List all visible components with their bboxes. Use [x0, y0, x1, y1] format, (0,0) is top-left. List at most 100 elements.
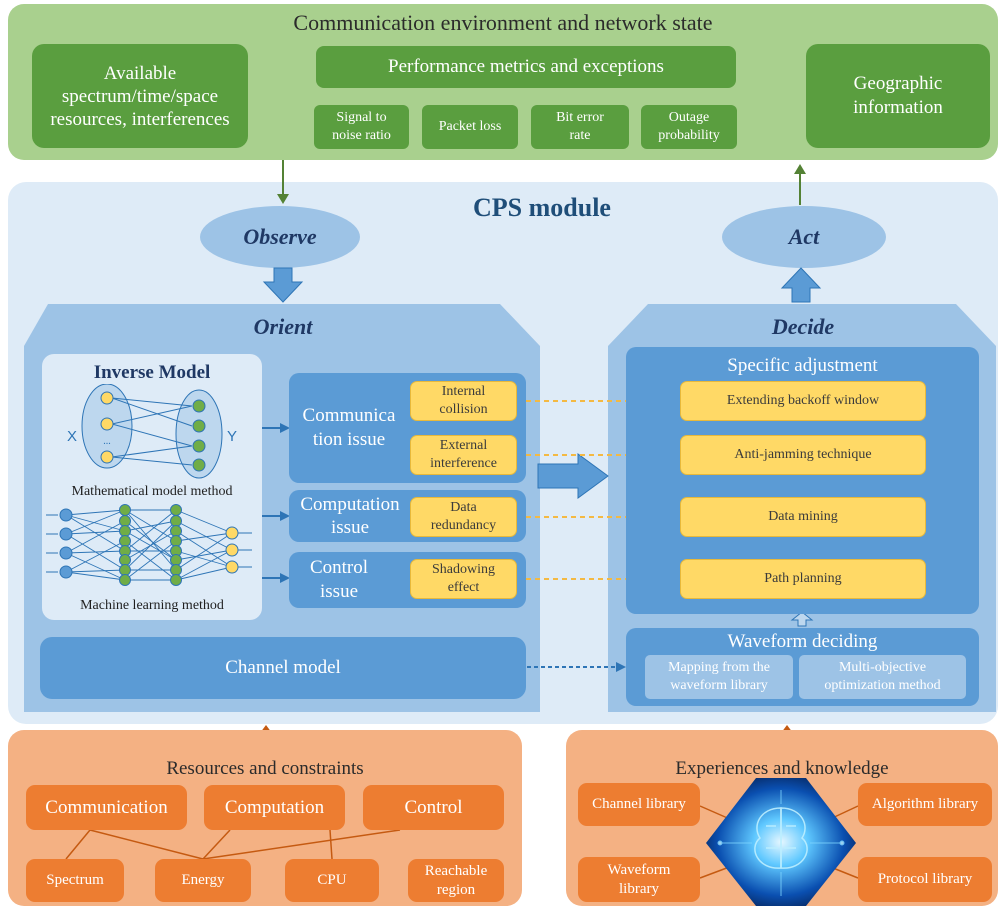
data-redundancy-line-1: Data [450, 500, 477, 515]
computation-energy-link [202, 829, 231, 860]
output-node [192, 419, 206, 433]
nn-input-node [59, 546, 73, 560]
data-redundancy-box: Data redundancy [410, 497, 517, 537]
nn-hidden-layer-1 [119, 504, 131, 586]
available-line-2: spectrum/time/space [61, 85, 219, 107]
observe-to-orient-arrow [262, 267, 304, 303]
internal-collision-line-2: collision [439, 402, 488, 417]
data-redundancy-line-2: redundancy [430, 518, 497, 533]
decide-title: Decide [771, 314, 835, 339]
computation-cpu-link [329, 829, 333, 860]
external-interference-line-2: interference [430, 456, 497, 471]
y-label: Y [227, 428, 237, 445]
input-node [100, 450, 114, 464]
adjustment-data-mining: Data mining [680, 497, 926, 537]
available-resources-box: Available spectrum/time/space resources,… [32, 44, 248, 148]
outage-line-1: Outage [668, 110, 710, 125]
computation-issue-line-2: issue [331, 517, 369, 538]
inverse-to-communication-head [280, 423, 290, 433]
waveform-mapping-line-2: waveform library [670, 678, 768, 693]
resource-communication: Communication [26, 785, 187, 830]
nn-hidden-node [170, 574, 182, 586]
available-line-3: resources, interferences [50, 108, 230, 130]
channel-to-waveform-head [616, 662, 626, 672]
act-ellipse: Act [722, 206, 886, 268]
bit-error-box: Bit error rate [531, 105, 629, 149]
multi-objective-line-2: optimization method [824, 678, 941, 693]
adjustment-path-planning: Path planning [680, 559, 926, 599]
waveform-to-adjustment-arrow [790, 611, 814, 627]
nn-hidden-node [119, 574, 131, 586]
computation-issue-label: Computation issue [289, 490, 411, 542]
adjustment-antijamming: Anti-jamming technique [680, 435, 926, 475]
snr-line-1: Signal to [336, 110, 387, 125]
shadowing-effect-box: Shadowing effect [410, 559, 517, 599]
math-output-nodes [192, 399, 206, 472]
resource-spectrum: Spectrum [26, 859, 124, 902]
control-energy-link [202, 829, 401, 860]
brain-icon [754, 807, 808, 869]
act-to-env-arrowhead [794, 164, 806, 174]
communication-issue-line-2: tion issue [312, 429, 386, 450]
channel-model-box: Channel model [40, 637, 526, 699]
reachable-line-2: region [436, 881, 476, 898]
internal-collision-line-1: Internal [441, 384, 486, 399]
channel-library-box: Channel library [578, 783, 700, 826]
inverse-to-computation-head [280, 511, 290, 521]
cps-module-title: CPS module [473, 193, 611, 222]
geographic-box: Geographic information [806, 44, 990, 148]
nn-input-node [59, 527, 73, 541]
resource-control: Control [363, 785, 504, 830]
inverse-model-title: Inverse Model [93, 362, 211, 383]
nn-hidden-layer-2 [170, 504, 182, 586]
nn-input-arrows [46, 514, 58, 573]
orient-to-decide-arrow [537, 453, 609, 499]
protocol-library-box: Protocol library [858, 857, 992, 902]
decide-to-act-arrow [780, 267, 822, 303]
waveform-deciding-title: Waveform deciding [727, 631, 878, 652]
resource-reachable-region: Reachable region [408, 859, 504, 902]
adjustment-backoff: Extending backoff window [680, 381, 926, 421]
waveform-mapping-line-1: Mapping from the [668, 660, 770, 675]
output-node [192, 458, 206, 472]
packet-loss-label: Packet loss [438, 119, 502, 134]
input-node [100, 417, 114, 431]
inverse-model-diagram: ... X Y Mathematical model method [46, 384, 252, 613]
multi-objective-box: Multi-objective optimization method [799, 655, 966, 699]
math-input-nodes [100, 391, 114, 464]
resource-energy: Energy [155, 859, 251, 902]
resource-cpu: CPU [285, 859, 379, 902]
shadowing-effect-line-1: Shadowing [432, 562, 495, 577]
nn-edges [65, 509, 233, 581]
output-set-ellipse [175, 389, 223, 479]
experiences-title: Experiences and knowledge [675, 758, 889, 779]
shadowing-effect-line-2: effect [447, 580, 480, 595]
communication-issue-label: Communica tion issue [289, 383, 409, 473]
nn-input-node [59, 508, 73, 522]
geographic-line-1: Geographic [853, 73, 943, 94]
performance-metrics-box: Performance metrics and exceptions [316, 46, 736, 88]
reachable-line-1: Reachable [424, 862, 488, 879]
nn-input-nodes [59, 508, 73, 579]
math-mapping-arrows [111, 397, 193, 466]
bit-error-line-2: rate [569, 128, 591, 143]
inverse-model-box [42, 354, 262, 620]
ellipsis-text: ... [103, 436, 111, 447]
communication-energy-link [89, 829, 204, 860]
resource-computation: Computation [204, 785, 345, 830]
x-label: X [67, 428, 77, 445]
resources-title: Resources and constraints [166, 758, 364, 779]
communication-issue-line-1: Communica [302, 405, 396, 426]
control-issue-line-2: issue [320, 581, 358, 602]
observe-ellipse: Observe [200, 206, 360, 268]
outage-line-2: probability [658, 128, 720, 143]
external-interference-line-1: External [439, 438, 488, 453]
external-interference-box: External interference [410, 435, 517, 475]
waveform-mapping-box: Mapping from the waveform library [645, 655, 793, 699]
waveform-library-line-2: library [619, 880, 659, 897]
communication-spectrum-link [65, 829, 91, 860]
waveform-library-box: Waveform library [578, 857, 700, 902]
internal-collision-box: Internal collision [410, 381, 517, 421]
env-to-observe-arrowhead [277, 194, 289, 204]
snr-box: Signal to noise ratio [314, 105, 409, 149]
